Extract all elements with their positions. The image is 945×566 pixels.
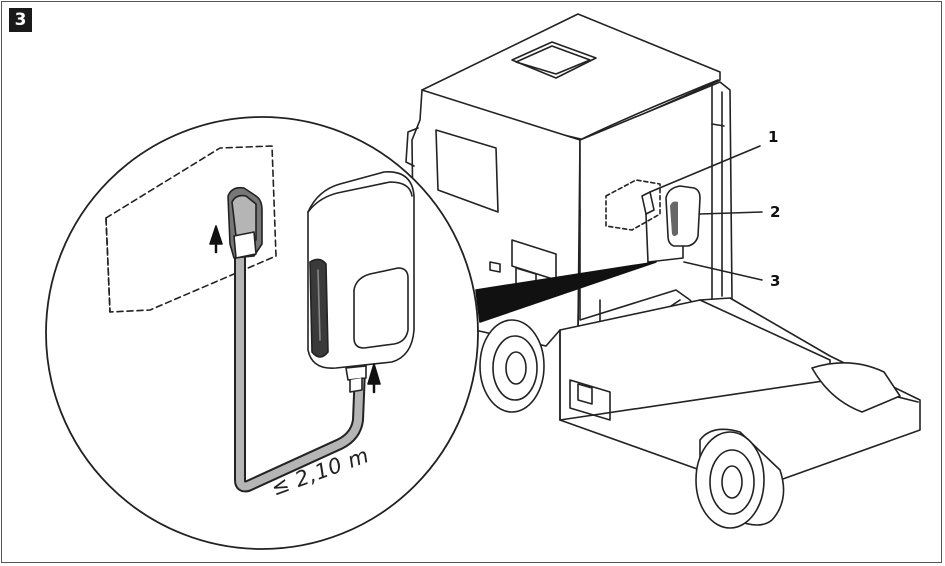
figure-number-badge: 3 bbox=[9, 8, 32, 32]
socket-large bbox=[227, 186, 263, 259]
callout-leader-2 bbox=[699, 211, 763, 215]
cable bbox=[236, 246, 364, 491]
truck-cab-illustration bbox=[405, 13, 921, 529]
zoom-wedge bbox=[475, 261, 657, 323]
callout-leader-3 bbox=[683, 261, 763, 281]
callout-label-1: 1 bbox=[768, 128, 779, 146]
callout-label-3: 3 bbox=[770, 272, 781, 290]
callout-leader-1 bbox=[649, 145, 761, 193]
arrow-up-charger bbox=[367, 363, 381, 385]
charger-large bbox=[307, 171, 415, 393]
arrow-up-socket bbox=[209, 225, 223, 245]
callout-label-2: 2 bbox=[770, 203, 781, 221]
